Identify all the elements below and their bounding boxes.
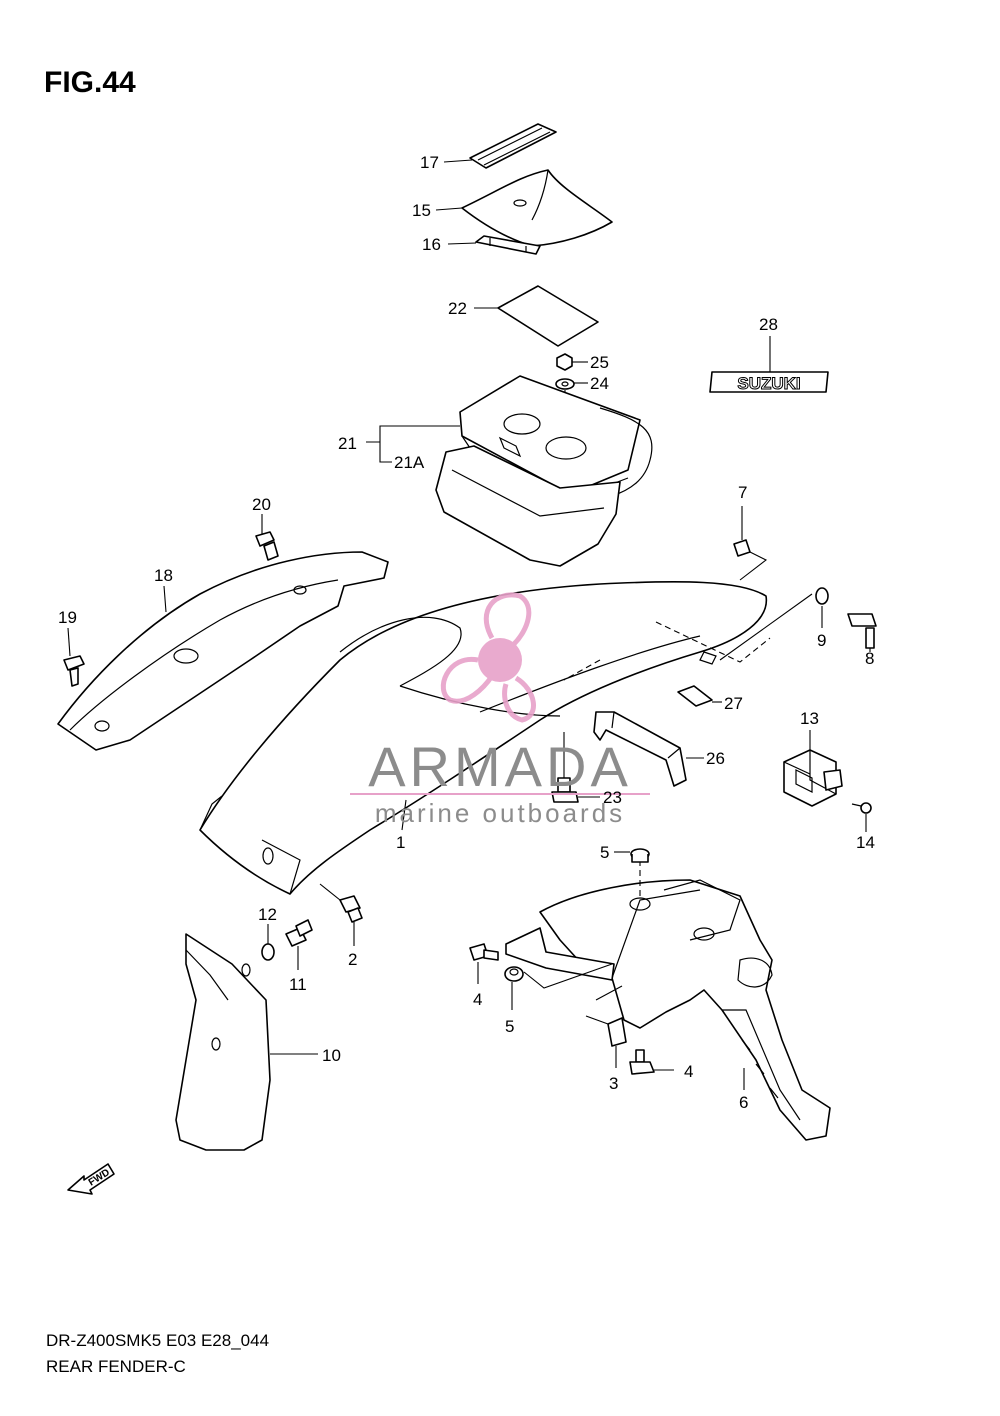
- part-8-bolt[interactable]: [847, 613, 877, 652]
- callout-5-left: 5: [505, 1017, 514, 1036]
- callout-6: 6: [739, 1093, 748, 1112]
- part-21A-battery-case[interactable]: [435, 445, 621, 567]
- callout-24: 24: [590, 374, 609, 393]
- part-27-pad[interactable]: [677, 685, 722, 707]
- callout-3: 3: [609, 1074, 618, 1093]
- part-20-bolt[interactable]: [255, 514, 279, 561]
- callout-9: 9: [817, 631, 826, 650]
- part-4-bolt-left[interactable]: [469, 943, 499, 984]
- callout-21: 21: [338, 434, 357, 453]
- part-12-washer[interactable]: [261, 924, 275, 961]
- callout-25: 25: [590, 353, 609, 372]
- model-code: DR-Z400SMK5 E03 E28_044: [46, 1331, 269, 1350]
- part-15-tool-bag[interactable]: [435, 169, 613, 247]
- callout-13: 13: [800, 709, 819, 728]
- figure-title: FIG.44: [44, 66, 136, 99]
- callout-7: 7: [738, 483, 747, 502]
- callout-28: 28: [759, 315, 778, 334]
- watermark-tagline: marine outboards: [375, 798, 625, 828]
- callout-10: 10: [322, 1046, 341, 1065]
- part-13-connector[interactable]: [783, 730, 843, 807]
- callout-5-top: 5: [600, 843, 609, 862]
- part-6-rear-bracket[interactable]: [505, 879, 831, 1141]
- part-1-rear-fender[interactable]: [199, 580, 768, 895]
- watermark-logo: [440, 592, 536, 723]
- part-9-washer[interactable]: [719, 587, 829, 661]
- part-5-grommet-top[interactable]: [614, 848, 650, 863]
- callout-26: 26: [706, 749, 725, 768]
- watermark-brand: ARMADA: [368, 735, 632, 798]
- part-11-bolt[interactable]: [285, 919, 313, 970]
- section-name: REAR FENDER-C: [46, 1357, 186, 1376]
- callout-2: 2: [348, 950, 357, 969]
- part-2-bolt[interactable]: [319, 883, 363, 946]
- callout-15: 15: [412, 201, 431, 220]
- callout-23: 23: [603, 788, 622, 807]
- callout-20: 20: [252, 495, 271, 514]
- part-14-screw[interactable]: [851, 802, 872, 832]
- callout-11: 11: [289, 975, 307, 994]
- part-28-emblem[interactable]: SUZUKI: [709, 336, 829, 394]
- part-18-side-cover[interactable]: [57, 551, 389, 751]
- callout-17: 17: [420, 153, 439, 172]
- callout-8: 8: [865, 649, 874, 668]
- part-16-tool[interactable]: [447, 235, 541, 255]
- part-17-strap[interactable]: [443, 123, 557, 169]
- callout-21A: 21A: [394, 453, 425, 472]
- callout-16: 16: [422, 235, 441, 254]
- callout-22: 22: [448, 299, 467, 318]
- part-5-grommet-left[interactable]: [504, 966, 524, 1010]
- callout-1: 1: [396, 833, 405, 852]
- part-19-bolt[interactable]: [63, 627, 85, 687]
- emblem-text: SUZUKI: [737, 374, 800, 393]
- part-10-mud-flap[interactable]: [175, 933, 318, 1151]
- watermark: ARMADA marine outboards: [350, 592, 650, 828]
- fwd-arrow: FWD: [67, 1163, 115, 1195]
- part-7-clip[interactable]: [733, 506, 768, 581]
- callout-4-right: 4: [684, 1062, 693, 1081]
- callout-4-left: 4: [473, 990, 482, 1009]
- part-22-pad[interactable]: [474, 285, 599, 347]
- callout-19: 19: [58, 608, 77, 627]
- callout-27: 27: [724, 694, 743, 713]
- part-26-grip[interactable]: [593, 711, 704, 787]
- part-4-bolt-right[interactable]: [629, 1049, 674, 1075]
- callout-18: 18: [154, 566, 173, 585]
- callout-14: 14: [856, 833, 875, 852]
- part-25-nut[interactable]: [556, 353, 588, 371]
- callout-12: 12: [258, 905, 277, 924]
- part-3-clip[interactable]: [585, 1015, 627, 1068]
